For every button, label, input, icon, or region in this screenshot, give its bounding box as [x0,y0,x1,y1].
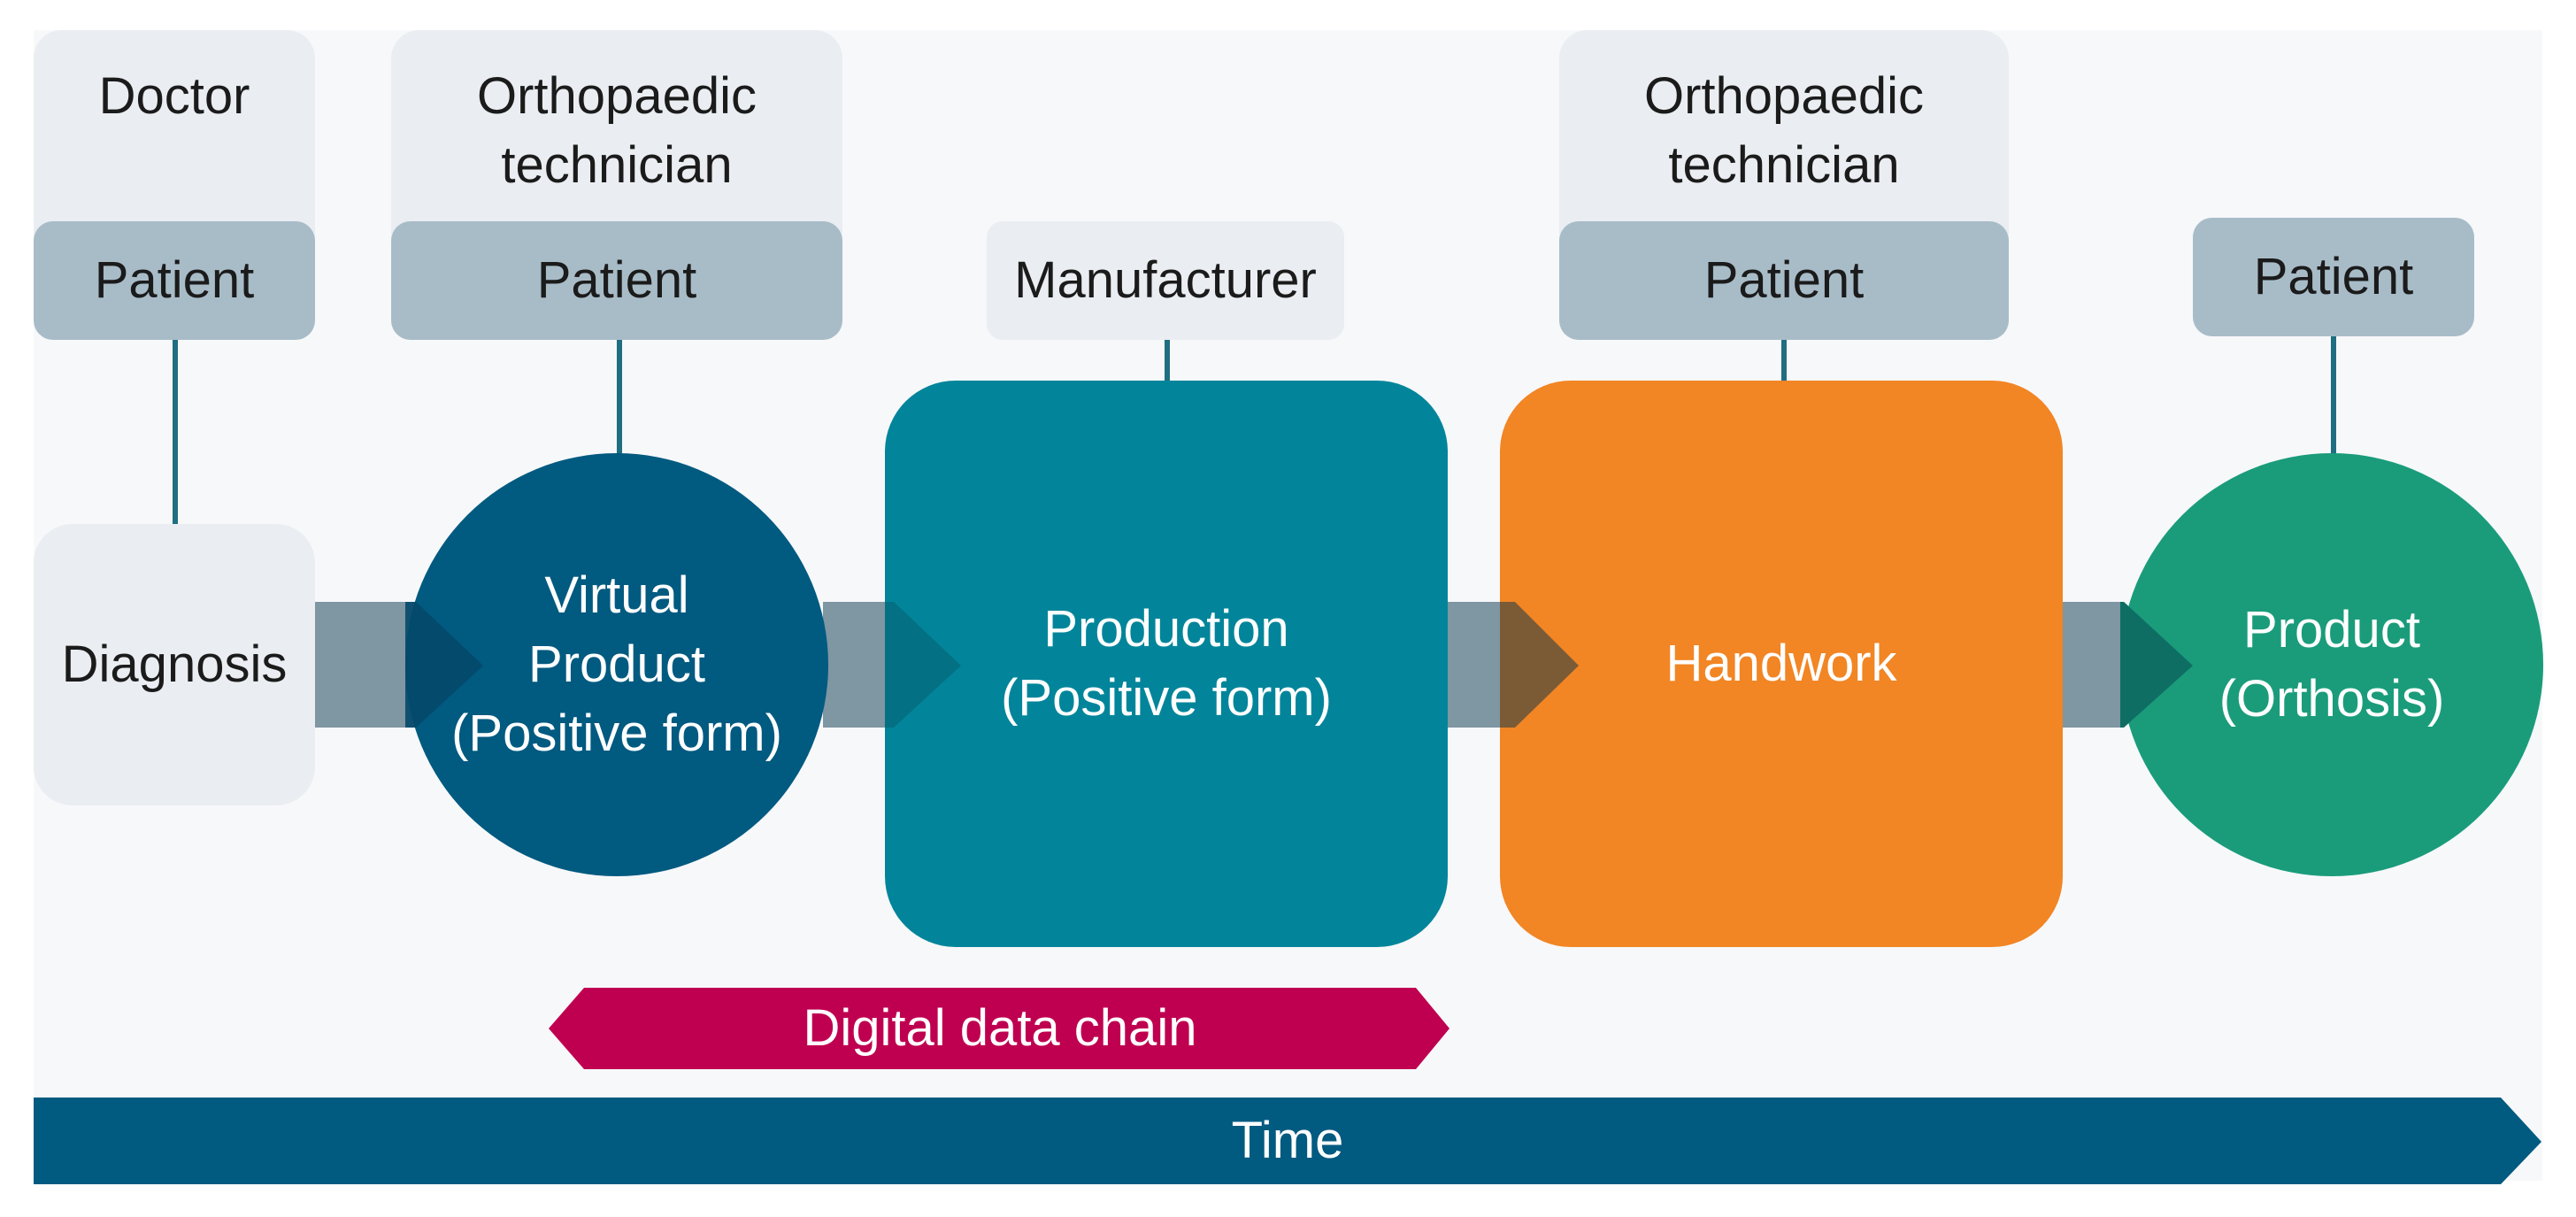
connector-patient-product [2331,336,2336,455]
digital-data-chain-label: Digital data chain [803,998,1197,1057]
role-manufacturer: Manufacturer [987,221,1344,340]
step-diagnosis: Diagnosis [34,524,315,805]
role-patient-2: Patient [391,221,842,340]
connector-patient-diagnosis [173,340,178,526]
role-patient-3: Patient [1559,221,2009,340]
connector-patient-handwork [1781,340,1787,384]
step-virtual-product: Virtual Product (Positive form) [405,453,828,876]
time-label: Time [1231,1111,1344,1169]
connector-manufacturer-production [1165,340,1170,384]
step-product: Product (Orthosis) [2120,453,2543,876]
step-production: Production (Positive form) [885,381,1448,947]
role-patient-4: Patient [2193,218,2474,336]
step-handwork: Handwork [1500,381,2063,947]
connector-patient-virtual-product [617,340,622,455]
role-patient-1: Patient [34,221,315,340]
